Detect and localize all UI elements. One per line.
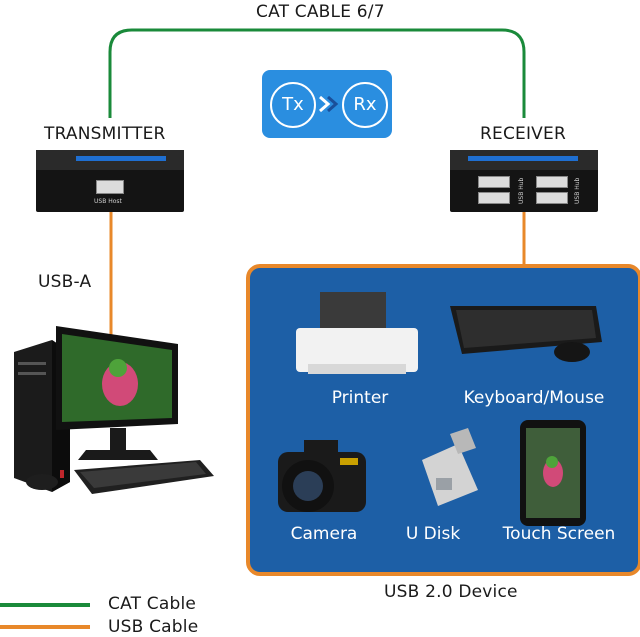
legend-usb-label: USB Cable bbox=[108, 617, 198, 637]
legend-cat-label: CAT Cable bbox=[108, 594, 196, 614]
device-label-u-disk: U Disk bbox=[398, 524, 468, 544]
device-label-touch-screen: Touch Screen bbox=[494, 524, 624, 544]
usb-device-panel: Printer Keyboard/Mouse Camera U Disk Tou… bbox=[246, 264, 640, 576]
device-label-printer: Printer bbox=[320, 388, 400, 408]
panel-caption: USB 2.0 Device bbox=[384, 582, 518, 602]
device-label-keyboard-mouse: Keyboard/Mouse bbox=[444, 388, 624, 408]
device-label-camera: Camera bbox=[284, 524, 364, 544]
